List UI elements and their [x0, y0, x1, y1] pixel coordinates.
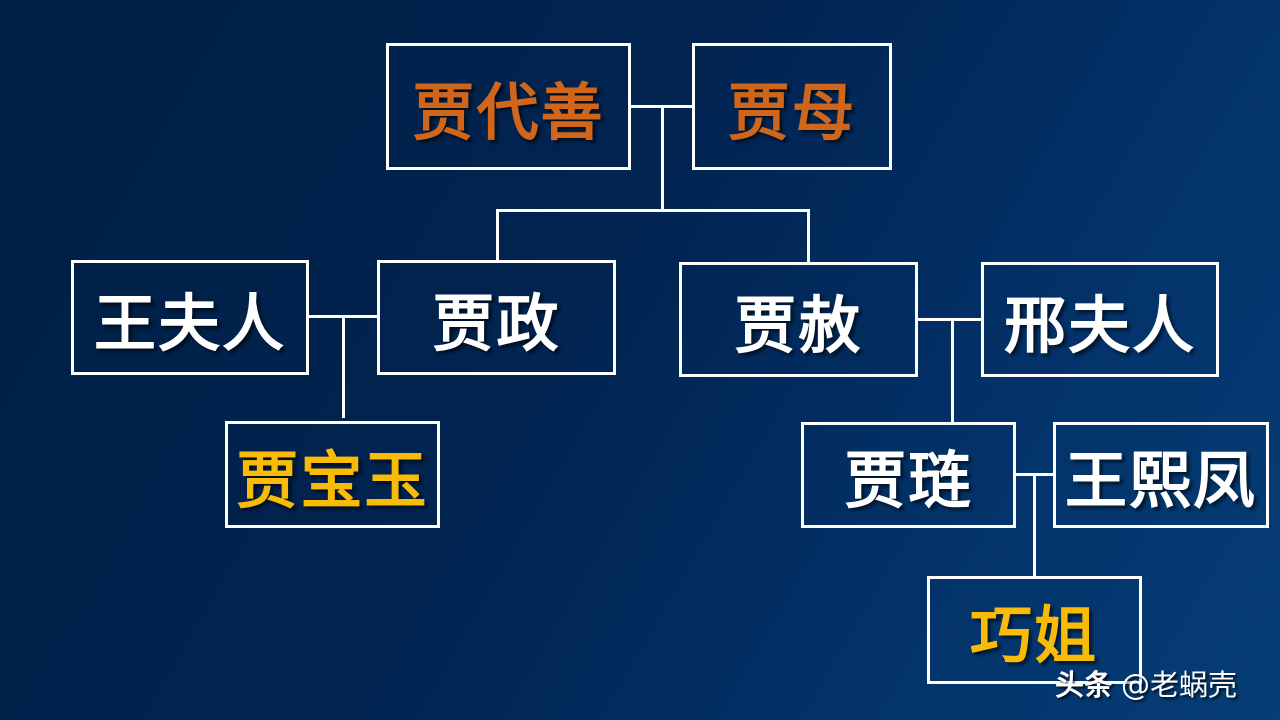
- node-label: 贾琏: [844, 444, 973, 517]
- descent-line-qiaojie: [1033, 473, 1036, 578]
- node-jia-daishan: 贾代善: [386, 43, 631, 170]
- node-label: 王夫人: [93, 286, 286, 360]
- node-wang-xifeng: 王熙凤: [1053, 422, 1269, 528]
- node-label: 贾母: [727, 75, 856, 149]
- node-label: 邢夫人: [1003, 288, 1196, 362]
- descent-line-lian: [951, 318, 954, 424]
- node-label: 贾宝玉: [236, 443, 429, 517]
- drop-line-jia-she: [807, 209, 810, 264]
- node-jia-lian: 贾琏: [801, 422, 1016, 528]
- marriage-line-she-xing: [916, 318, 982, 321]
- drop-line-jia-zheng: [496, 209, 499, 262]
- descent-line-baoyu: [342, 318, 345, 418]
- node-lady-wang: 王夫人: [71, 260, 309, 375]
- node-jia-zheng: 贾政: [377, 260, 616, 375]
- node-jia-she: 贾赦: [679, 262, 918, 377]
- node-label: 贾代善: [412, 75, 605, 149]
- descent-line-generation1: [661, 105, 664, 211]
- marriage-line-wang-zheng: [308, 315, 379, 318]
- node-qiao-jie: 巧姐: [927, 576, 1142, 684]
- watermark-handle: @老蜗壳: [1121, 668, 1238, 702]
- watermark-brand: 头条: [1055, 668, 1114, 702]
- node-label: 贾政: [432, 286, 561, 360]
- node-jia-baoyu: 贾宝玉: [225, 421, 440, 528]
- node-label: 王熙凤: [1064, 444, 1257, 517]
- node-label: 贾赦: [734, 288, 863, 362]
- node-jia-mu: 贾母: [692, 43, 892, 170]
- watermark: 头条@老蜗壳: [1055, 662, 1237, 704]
- node-lady-xing: 邢夫人: [981, 262, 1219, 377]
- node-label: 巧姐: [970, 599, 1099, 672]
- sibling-bar-generation2: [496, 209, 810, 212]
